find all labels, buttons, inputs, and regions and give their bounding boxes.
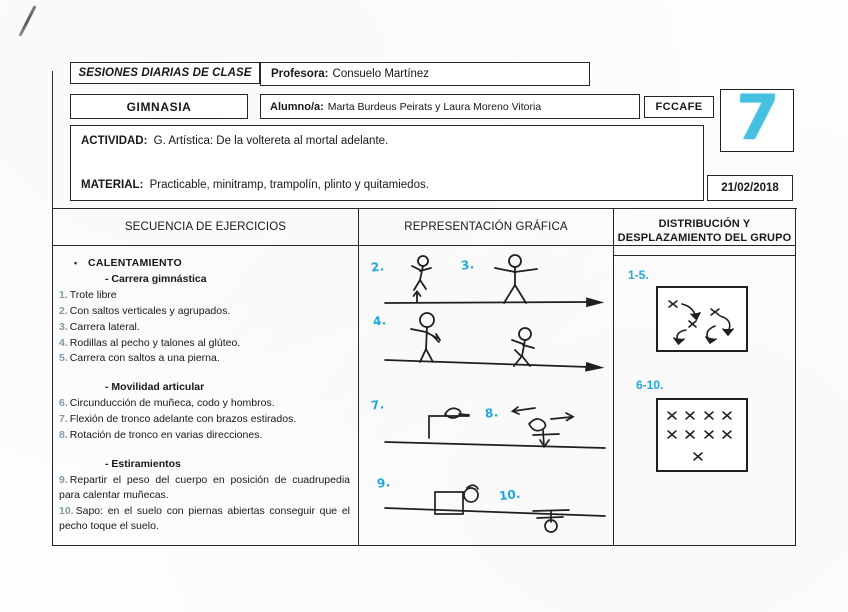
column-divider-2	[613, 209, 615, 545]
distribution-diagram-1	[668, 300, 734, 346]
institution-code-box: FCCAFE	[644, 96, 714, 118]
list-item: 4.Rodillas al pecho y talones al glúteo.	[59, 336, 350, 351]
list-item: 8.Rotación de tronco en varias direccion…	[59, 428, 350, 443]
teacher-label: Profesora:	[271, 68, 329, 80]
item-text: Carrera con saltos a una pierna.	[69, 352, 220, 365]
institution-code-text: FCCAFE	[655, 101, 703, 113]
ground-line-4	[384, 507, 606, 517]
list-item: 3.Carrera lateral.	[59, 320, 350, 335]
item-number: 7.	[59, 413, 68, 426]
column-divider-1	[358, 209, 360, 545]
block-title-warmup-text: CALENTAMIENTO	[88, 257, 182, 269]
group-distribution-column: 1-5.	[614, 256, 795, 545]
spacer	[59, 443, 350, 456]
subtitle-joint-mobility: - Movilidad articular	[105, 381, 205, 394]
item-text: Flexión de tronco adelante con brazos es…	[69, 413, 297, 426]
spacer	[59, 366, 350, 379]
list-item: 7.Flexión de tronco adelante con brazos …	[59, 412, 350, 427]
item-text: Trote libre	[69, 288, 117, 301]
distribution-label-6-10: 6-10.	[636, 378, 664, 392]
ground-line-1	[384, 297, 605, 308]
item-number: 4.	[59, 336, 68, 349]
column-header-graphic: REPRESENTACIÓN GRÁFICA	[404, 221, 568, 233]
stray-pen-mark-icon	[18, 5, 37, 37]
document-header: SESIONES DIARIAS DE CLASE Profesora: Con…	[52, 62, 797, 209]
sketch-label-2: 2.	[370, 259, 385, 275]
item-number: 6.	[59, 397, 68, 410]
date-box: 21/02/2018	[707, 175, 793, 201]
item-number: 9.	[59, 473, 68, 486]
item-number: 10.	[59, 504, 74, 517]
teacher-name: Consuelo Martínez	[332, 68, 430, 80]
ground-line-2	[384, 359, 605, 372]
subject-box: GIMNASIA	[70, 94, 248, 119]
bullet-icon: •	[74, 257, 78, 268]
item-text: Con saltos verticales y agrupados.	[69, 304, 231, 317]
item-text: Rodillas al pecho y talones al glúteo.	[69, 336, 241, 349]
student-names: Marta Burdeus Peirats y Laura Moreno Vit…	[327, 100, 542, 113]
exercise-sequence-column: • CALENTAMIENTO - Carrera gimnástica 1.Tr…	[53, 246, 358, 545]
sketch-group-row1	[411, 254, 538, 304]
activity-material-box: ACTIVIDAD: G. Artística: De la voltereta…	[70, 125, 704, 201]
subtitle-running: - Carrera gimnástica	[105, 272, 207, 285]
column-header-sequence: SECUENCIA DE EJERCICIOS	[124, 221, 287, 233]
header-rule-right	[613, 255, 795, 257]
sketch-group-row3	[428, 406, 575, 448]
distribution-label-1-5: 1-5.	[628, 268, 649, 282]
item-number: 2.	[59, 304, 68, 317]
sketch-label-4: 4.	[372, 313, 387, 329]
sketch-group-row2	[410, 312, 535, 367]
lesson-table: SECUENCIA DE EJERCICIOS REPRESENTACIÓN G…	[52, 208, 796, 546]
list-item: 6.Circunducción de muñeca, codo y hombro…	[59, 396, 350, 411]
item-text: Sapo: en el suelo con piernas abiertas c…	[59, 504, 350, 532]
item-number: 1.	[59, 288, 68, 301]
graphic-representation-column: 2. 3. 4. 7. 8. 9. 10.	[359, 246, 613, 545]
distribution-box-1	[656, 286, 748, 352]
material-label: MATERIAL:	[81, 179, 144, 191]
subtitle-stretching: - Estiramientos	[105, 457, 181, 470]
item-number: 3.	[59, 320, 68, 333]
item-text: Carrera lateral.	[69, 320, 140, 333]
list-item: 10.Sapo: en el suelo con piernas abierta…	[59, 504, 350, 534]
material-line: MATERIAL: Practicable, minitramp, trampo…	[81, 179, 429, 191]
block-title-warmup: • CALENTAMIENTO	[74, 256, 350, 271]
item-text: Circunducción de muñeca, codo y hombros.	[69, 397, 275, 410]
item-text: Rotación de tronco en varias direcciones…	[69, 429, 263, 442]
item-number: 5.	[59, 352, 68, 365]
activity-line: ACTIVIDAD: G. Artística: De la voltereta…	[81, 135, 388, 147]
list-item: 2.Con saltos verticales y agrupados.	[59, 304, 350, 319]
column-header-distribution-line1: DISTRIBUCIÓN Y	[658, 218, 751, 231]
ground-line-3	[384, 441, 606, 449]
distribution-diagram-2	[667, 411, 732, 461]
list-item: 5.Carrera con saltos a una pierna.	[59, 351, 350, 366]
column-header-distribution-line2: DESPLAZAMIENTO DEL GRUPO	[617, 232, 792, 244]
activity-label: ACTIVIDAD:	[81, 135, 148, 147]
subject-text: GIMNASIA	[126, 99, 192, 114]
distribution-box-2	[656, 398, 748, 472]
item-text: Repartir el peso del cuerpo en posición …	[59, 473, 350, 501]
sessions-title-box: SESIONES DIARIAS DE CLASE	[70, 62, 260, 84]
column-header-distribution: DISTRIBUCIÓN Y DESPLAZAMIENTO DEL GRUPO	[614, 209, 795, 255]
item-number: 8.	[59, 429, 68, 442]
activity-text: G. Artística: De la voltereta al mortal …	[153, 135, 389, 147]
sketch-group-row4	[434, 484, 570, 533]
sheet-number-box: 7	[720, 81, 794, 155]
teacher-box: Profesora: Consuelo Martínez	[260, 62, 590, 86]
material-text: Practicable, minitramp, trampolín, plint…	[149, 179, 429, 191]
list-item: 1.Trote libre	[59, 288, 350, 303]
sheet-number-handwritten: 7	[733, 81, 781, 155]
student-box: Alumno/a: Marta Burdeus Peirats y Laura …	[260, 94, 640, 119]
date-text: 21/02/2018	[721, 182, 779, 194]
list-item: 9.Repartir el peso del cuerpo en posició…	[59, 473, 350, 503]
sessions-title-text: SESIONES DIARIAS DE CLASE	[78, 67, 252, 79]
header-rule	[53, 245, 795, 247]
student-label: Alumno/a:	[270, 100, 324, 113]
